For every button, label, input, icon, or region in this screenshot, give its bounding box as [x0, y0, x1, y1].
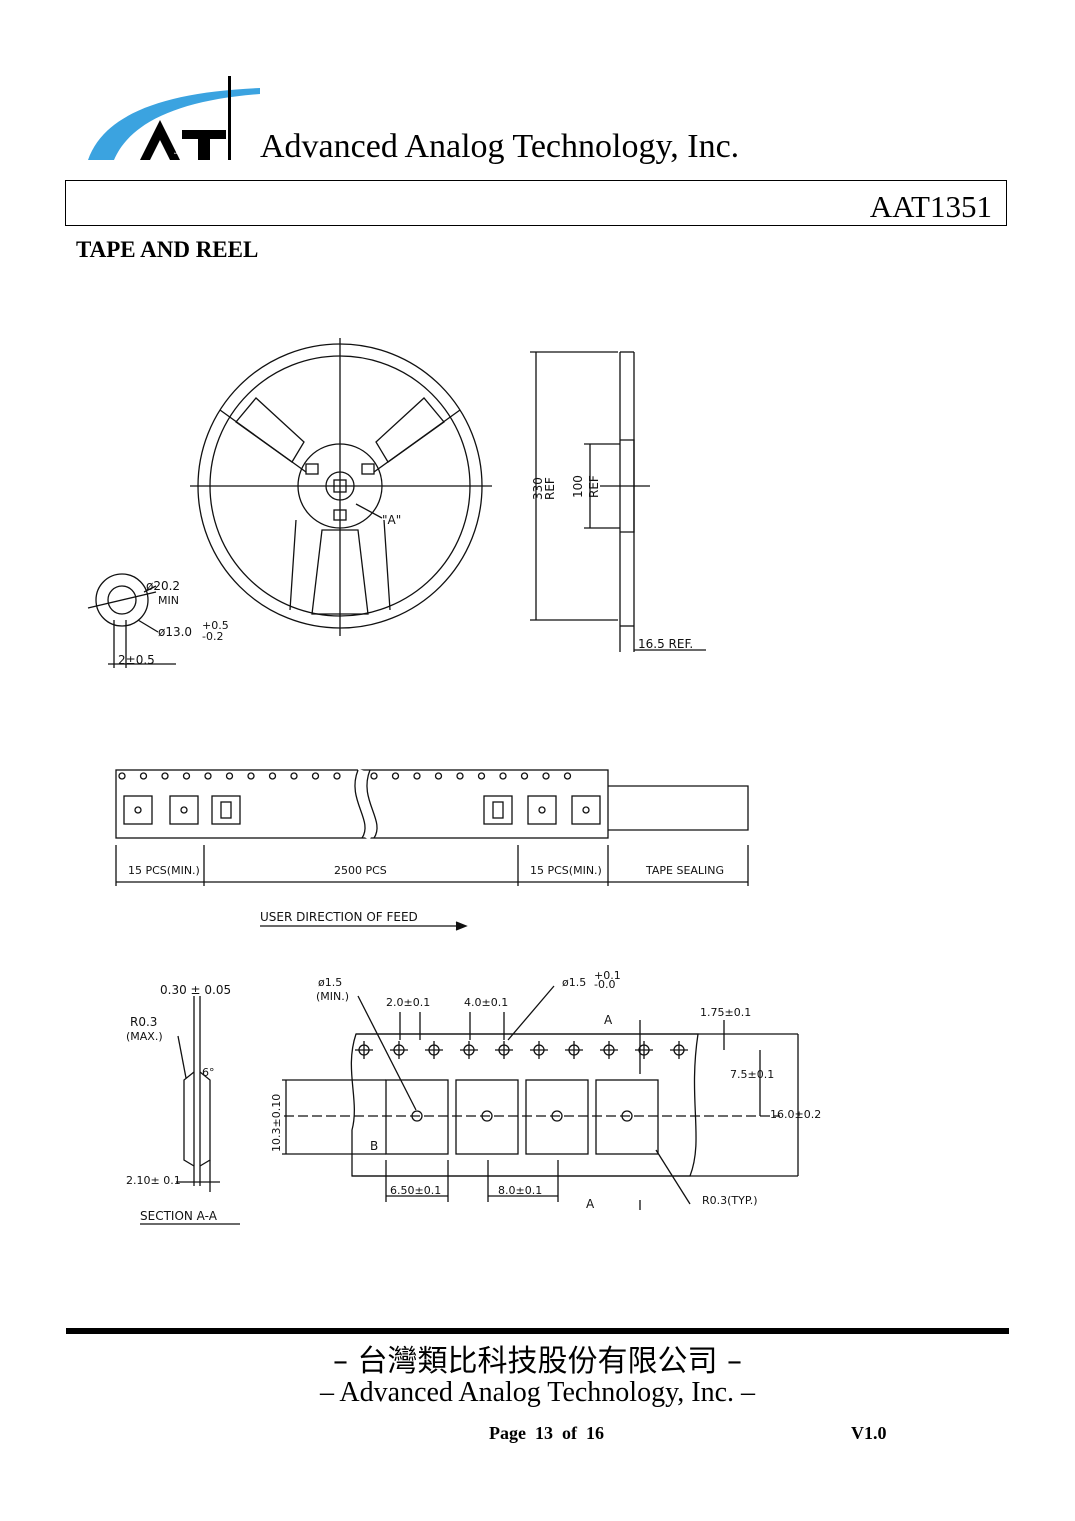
carrier-sprocket-hole	[565, 1041, 583, 1059]
section-thickness: 0.30 ± 0.05	[160, 983, 231, 997]
sprocket-hole	[182, 772, 191, 780]
page-number: Page 13 of 16	[489, 1423, 604, 1443]
section-title-label: SECTION A-A	[140, 1209, 218, 1223]
carrier-sprocket-hole	[635, 1041, 653, 1059]
carrier-sprocket-hole	[495, 1041, 513, 1059]
strip-seg3: 15 PCS(MIN.)	[530, 864, 602, 877]
carrier-corner: R0.3(TYP.)	[702, 1194, 758, 1207]
sprocket-hole	[204, 772, 212, 780]
reel-side-view: 330 REF 100 REF 16.5 REF.	[530, 351, 706, 652]
carrier-sprocket-hole	[460, 1041, 478, 1059]
strip-seg2: 2500 PCS	[334, 864, 387, 877]
carrier-hole-dia: ø1.5	[318, 976, 342, 989]
hub-dia-100-ref: REF	[587, 475, 601, 498]
carrier-center: 7.5±0.1	[730, 1068, 774, 1081]
hub-dia-100: 100	[571, 475, 585, 498]
section-angle: 6°	[202, 1066, 215, 1079]
footer-rule	[66, 1328, 1009, 1334]
company-name: Advanced Analog Technology, Inc.	[260, 128, 740, 165]
sprocket-hole	[247, 772, 255, 780]
carrier-sprocket-hole	[355, 1041, 373, 1059]
reel-width-ref: 16.5 REF.	[638, 637, 693, 651]
carrier-width: 16.0±0.2	[770, 1108, 821, 1121]
strip-seg4: TAPE SEALING	[645, 864, 724, 877]
carrier-sprocket-hole	[670, 1041, 688, 1059]
carrier-pocket-w: 6.50±0.1	[390, 1184, 441, 1197]
carrier-pocket-len: 10.3±0.10	[270, 1094, 283, 1152]
sprocket-hole	[499, 772, 507, 780]
carrier-sprocket-hole	[425, 1041, 443, 1059]
slot-width: 2±0.5	[118, 653, 155, 667]
sprocket-hole	[333, 772, 341, 780]
carrier-pitch-2: 2.0±0.1	[386, 996, 430, 1009]
carrier-edge: 1.75±0.1	[700, 1006, 751, 1019]
sprocket-hole	[456, 772, 464, 780]
part-number: AAT1351	[869, 189, 992, 224]
reel-dia-330: 330	[531, 477, 545, 500]
sprocket-hole	[477, 772, 486, 780]
sprocket-hole	[311, 772, 320, 780]
sprocket-hole	[161, 772, 169, 780]
carrier-sprocket-dia: ø1.5	[562, 976, 586, 989]
sprocket-hole	[370, 772, 378, 780]
sprocket-hole	[563, 772, 572, 780]
section-title: TAPE AND REEL	[76, 237, 259, 262]
strip-seg1: 15 PCS(MIN.)	[128, 864, 200, 877]
carrier-sprocket-hole	[600, 1041, 618, 1059]
version: V1.0	[851, 1423, 887, 1443]
hub-dia-1: ø20.2	[146, 579, 180, 593]
sprocket-hole	[520, 772, 529, 780]
logo-text: AAT	[174, 152, 179, 155]
carrier-pitch-4: 4.0±0.1	[464, 996, 508, 1009]
hub-dia-2-tol-plus: +0.5	[202, 619, 229, 632]
cut-b: B	[370, 1139, 378, 1153]
tape-reel-drawing: "A" ø20.2 MIN ø13.0 +0.5 -0.2 2±0.5 3	[60, 280, 860, 1240]
footer-english-name: – Advanced Analog Technology, Inc. –	[319, 1377, 756, 1408]
sprocket-hole	[290, 772, 298, 780]
sprocket-hole	[391, 772, 400, 780]
sprocket-hole	[413, 772, 421, 780]
sprocket-hole	[118, 772, 126, 780]
footer-chinese-name: – 台灣類比科技股份有限公司 –	[332, 1344, 743, 1379]
sprocket-hole	[542, 772, 550, 780]
company-logo: AAT	[84, 74, 264, 166]
cut-a-bottom: A	[586, 1197, 595, 1211]
carrier-sprocket-hole	[390, 1041, 408, 1059]
detail-a-label: "A"	[382, 513, 401, 527]
hub-dia-2: ø13.0	[158, 625, 192, 639]
reel-dia-330-ref: REF	[543, 477, 557, 500]
section-depth: 2.10± 0.1	[126, 1174, 181, 1187]
hub-dia-1-note: MIN	[158, 594, 179, 607]
sprocket-hole	[434, 772, 443, 780]
carrier-tape-detail: ø1.5 (MIN.) 2.0±0.1 4.0±0.1 ø1.5 +0.1 -0…	[270, 969, 821, 1211]
tape-strip: 15 PCS(MIN.) 2500 PCS 15 PCS(MIN.) TAPE …	[115, 768, 749, 931]
carrier-sprocket-hole	[530, 1041, 548, 1059]
cut-a-top: A	[604, 1013, 613, 1027]
section-radius-note: (MAX.)	[126, 1030, 163, 1043]
section-a-a: 0.30 ± 0.05 R0.3 (MAX.) 6° 2.10± 0.1 SEC…	[126, 983, 240, 1225]
part-number-box: AAT1351	[65, 180, 1007, 226]
sprocket-hole	[139, 772, 148, 780]
hub-detail: ø20.2 MIN ø13.0 +0.5 -0.2 2±0.5	[87, 573, 229, 668]
carrier-sprocket-tol-minus: -0.0	[594, 978, 615, 991]
hub-dia-2-tol-minus: -0.2	[202, 630, 223, 643]
reel-front-view: "A"	[190, 338, 492, 636]
sprocket-hole	[268, 772, 277, 780]
carrier-hole-note: (MIN.)	[316, 990, 349, 1003]
sprocket-hole	[225, 772, 234, 780]
section-radius: R0.3	[130, 1015, 157, 1029]
carrier-sprocket-tol-plus: +0.1	[594, 969, 621, 982]
carrier-pitch-8: 8.0±0.1	[498, 1184, 542, 1197]
feed-direction: USER DIRECTION OF FEED	[260, 910, 418, 924]
